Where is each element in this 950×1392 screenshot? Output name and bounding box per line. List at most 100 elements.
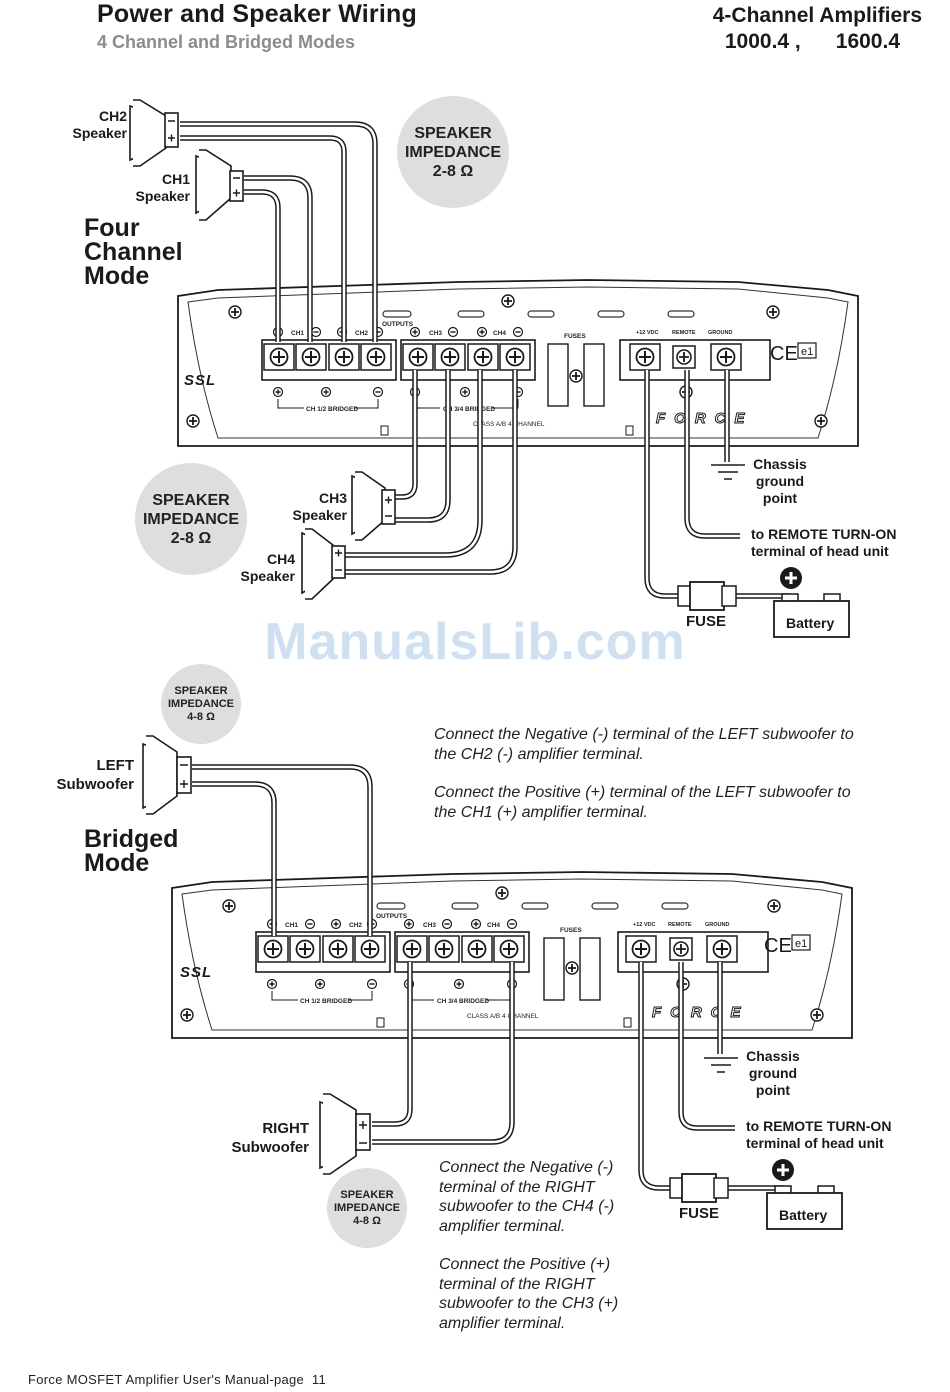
- impedance-line: SPEAKER: [340, 1188, 394, 1201]
- impedance-line: 4-8 Ω: [187, 710, 215, 723]
- svg-text:+12 VDC: +12 VDC: [636, 330, 658, 336]
- svg-text:e1: e1: [801, 346, 813, 358]
- label-line: terminal of head unit: [751, 543, 889, 559]
- svg-text:CH2: CH2: [355, 330, 368, 337]
- bridged-mode-title: Bridged Mode: [84, 825, 179, 877]
- svg-text:GROUND: GROUND: [705, 922, 729, 928]
- label-line: Chassis: [746, 1048, 800, 1064]
- note-line: Connect the Positive (+) terminal of the…: [434, 784, 851, 801]
- impedance-line: IMPEDANCE: [142, 510, 239, 528]
- label-line: Speaker: [292, 507, 347, 523]
- svg-text:CH4: CH4: [493, 330, 506, 337]
- impedance-line: SPEAKER: [152, 491, 230, 509]
- label-line: RIGHT: [262, 1120, 309, 1137]
- label-line: to REMOTE TURN-ON: [746, 1118, 892, 1134]
- label-line: Chassis: [753, 456, 807, 472]
- note-line: subwoofer to the CH3 (+): [439, 1295, 619, 1312]
- svg-text:e1: e1: [795, 938, 807, 950]
- note-line: amplifier terminal.: [439, 1217, 566, 1235]
- right-subwoofer-note: Connect the Negative (-) terminal of the…: [439, 1158, 618, 1333]
- svg-text:CH 1/2 BRIDGED: CH 1/2 BRIDGED: [300, 998, 352, 1005]
- battery-icon: [773, 567, 850, 638]
- note-line: the CH2 (-) amplifier terminal.: [434, 746, 644, 763]
- svg-text:CE: CE: [770, 343, 798, 365]
- chassis-ground-label: Chassis ground point: [740, 456, 820, 507]
- ch2-speaker-label: CH2 Speaker: [73, 108, 127, 142]
- note-line: Connect the Negative (-) terminal of the…: [434, 726, 854, 743]
- impedance-line: 2-8 Ω: [170, 529, 212, 547]
- chassis-ground-label: Chassis ground point: [733, 1048, 813, 1099]
- product-models: 1000.4 , 1600.4: [724, 30, 900, 53]
- svg-text:CH 3/4 BRIDGED: CH 3/4 BRIDGED: [443, 406, 495, 413]
- left-subwoofer-note: Connect the Negative (-) terminal of the…: [434, 725, 854, 823]
- remote-turn-on-label: to REMOTE TURN-ON terminal of head unit: [746, 1118, 891, 1152]
- label-line: LEFT: [96, 757, 135, 774]
- left-subwoofer-label: LEFT Subwoofer: [57, 756, 135, 794]
- label-line: Subwoofer: [231, 1139, 310, 1156]
- watermark: ManualsLib.com: [264, 613, 686, 671]
- svg-text:CH3: CH3: [423, 922, 436, 929]
- label-line: ground: [755, 473, 805, 489]
- ch2-speaker-icon: [129, 99, 179, 167]
- ch3-speaker-icon: [351, 471, 396, 541]
- label-line: CH3: [318, 490, 347, 506]
- note-line: terminal of the RIGHT: [439, 1178, 595, 1196]
- label-line: to REMOTE TURN-ON: [751, 526, 897, 542]
- battery-label: Battery: [779, 1207, 828, 1223]
- svg-text:OUTPUTS: OUTPUTS: [382, 321, 414, 328]
- speaker-impedance-badge: SPEAKER IMPEDANCE 4-8 Ω: [327, 1168, 407, 1248]
- note-line: terminal of the RIGHT: [439, 1275, 595, 1293]
- impedance-line: IMPEDANCE: [167, 697, 234, 710]
- note-line: the CH1 (+) amplifier terminal.: [434, 804, 648, 821]
- label-line: Speaker: [135, 188, 190, 204]
- svg-text:CH2: CH2: [349, 922, 362, 929]
- right-subwoofer-icon: [319, 1093, 371, 1175]
- svg-text:CLASS A/B 4 CHANNEL: CLASS A/B 4 CHANNEL: [473, 421, 545, 428]
- page-footer: Force MOSFET Amplifier User's Manual-pag…: [28, 1372, 326, 1387]
- svg-text:CE: CE: [764, 935, 792, 957]
- label-line: Subwoofer: [56, 776, 135, 793]
- impedance-line: SPEAKER: [414, 124, 492, 142]
- svg-text:FORCE: FORCE: [656, 410, 754, 427]
- ch1-speaker-label: CH1 Speaker: [136, 171, 190, 205]
- speaker-impedance-badge: SPEAKER IMPEDANCE 2-8 Ω: [397, 96, 509, 208]
- impedance-line: IMPEDANCE: [404, 143, 501, 161]
- svg-text:SSL: SSL: [180, 964, 212, 981]
- fuse-label: FUSE: [686, 613, 727, 630]
- label-line: Speaker: [240, 568, 295, 584]
- impedance-line: SPEAKER: [174, 684, 228, 697]
- impedance-line: 2-8 Ω: [432, 162, 474, 180]
- svg-text:CLASS A/B 4 CHANNEL: CLASS A/B 4 CHANNEL: [467, 1013, 539, 1020]
- left-subwoofer-icon: [142, 735, 192, 815]
- mode-title-line: Mode: [84, 262, 150, 290]
- mode-title-line: Bridged: [84, 825, 179, 853]
- remote-turn-on-label: to REMOTE TURN-ON terminal of head unit: [751, 526, 896, 560]
- amp-bridged: CH1 CH2 CH3 CH4 OUTPUTS CH 1/2 BRIDGED C…: [171, 871, 853, 1039]
- amp-four-channel: CH1 CH2 CH3 CH4 OUTPUTS CH 1/2 BRIDGED C…: [177, 279, 859, 447]
- label-line: ground: [748, 1065, 798, 1081]
- ch4-speaker-icon: [301, 528, 346, 600]
- svg-text:GROUND: GROUND: [708, 330, 732, 336]
- fuse-icon: [677, 581, 737, 611]
- svg-text:CH4: CH4: [487, 922, 500, 929]
- fuse-icon: [669, 1173, 729, 1203]
- ch1-speaker-icon: [195, 149, 244, 221]
- impedance-line: 4-8 Ω: [353, 1214, 381, 1227]
- label-line: terminal of head unit: [746, 1135, 884, 1151]
- speaker-impedance-badge: SPEAKER IMPEDANCE 2-8 Ω: [135, 463, 247, 575]
- speaker-impedance-badge: SPEAKER IMPEDANCE 4-8 Ω: [161, 664, 241, 744]
- note-line: Connect the Negative (-): [439, 1159, 614, 1176]
- svg-text:CH 3/4 BRIDGED: CH 3/4 BRIDGED: [437, 998, 489, 1005]
- battery-label: Battery: [786, 615, 835, 631]
- label-line: point: [755, 1082, 791, 1098]
- svg-text:FUSES: FUSES: [564, 333, 586, 340]
- page-title: Power and Speaker Wiring: [97, 0, 417, 28]
- note-line: subwoofer to the CH4 (-): [439, 1198, 615, 1215]
- svg-text:OUTPUTS: OUTPUTS: [376, 913, 408, 920]
- mode-title-line: Mode: [84, 849, 150, 877]
- mode-title-line: Four: [84, 214, 140, 242]
- product-title: 4-Channel Amplifiers: [712, 4, 922, 27]
- svg-text:FUSES: FUSES: [560, 927, 582, 934]
- svg-text:CH3: CH3: [429, 330, 442, 337]
